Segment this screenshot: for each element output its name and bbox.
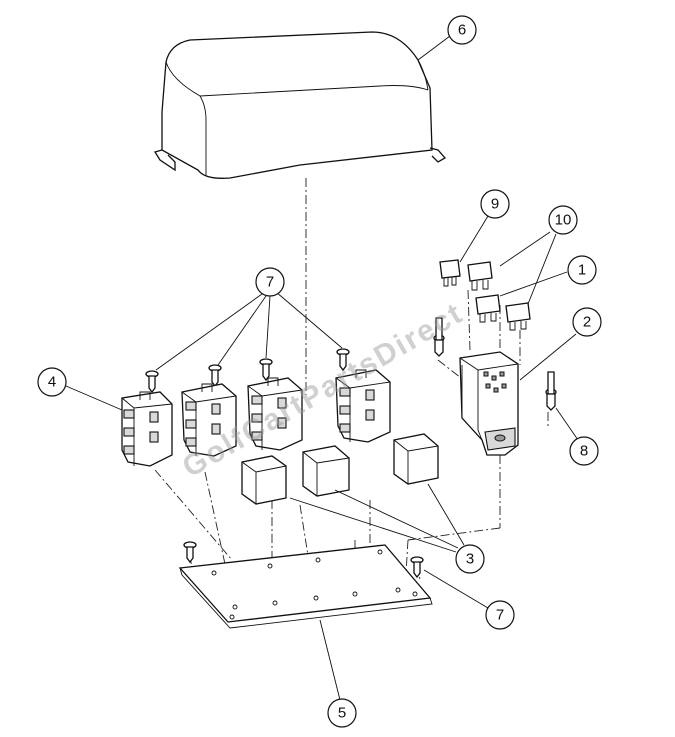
relay-cubes [241,433,439,505]
svg-text:7: 7 [496,607,504,624]
relay-sockets [121,369,391,467]
callout-4: 4 [37,367,67,397]
svg-text:5: 5 [338,705,346,722]
svg-text:8: 8 [580,443,588,460]
svg-text:6: 6 [458,22,466,39]
svg-text:2: 2 [583,314,591,331]
callout-1: 1 [567,255,597,285]
fuse-holder-part [459,351,519,456]
svg-text:4: 4 [48,374,56,391]
cover-part [153,31,447,179]
callout-8: 8 [569,436,599,466]
callout-7-top: 7 [255,267,285,297]
leader-lines [65,35,579,701]
callout-6: 6 [447,15,477,45]
callout-10: 10 [548,205,578,235]
blade-fuses [439,259,531,331]
callout-9: 9 [480,189,510,219]
svg-text:1: 1 [578,262,586,279]
callout-7-bottom: 7 [485,600,515,630]
svg-text:9: 9 [491,196,499,213]
push-pins [145,317,557,579]
svg-text:7: 7 [266,274,274,291]
svg-text:10: 10 [555,212,572,229]
callout-2: 2 [572,307,602,337]
alignment-lines [154,178,549,611]
svg-text:3: 3 [466,551,474,568]
mounting-plate [178,544,433,629]
callout-3: 3 [455,544,485,574]
callout-5: 5 [327,698,357,728]
